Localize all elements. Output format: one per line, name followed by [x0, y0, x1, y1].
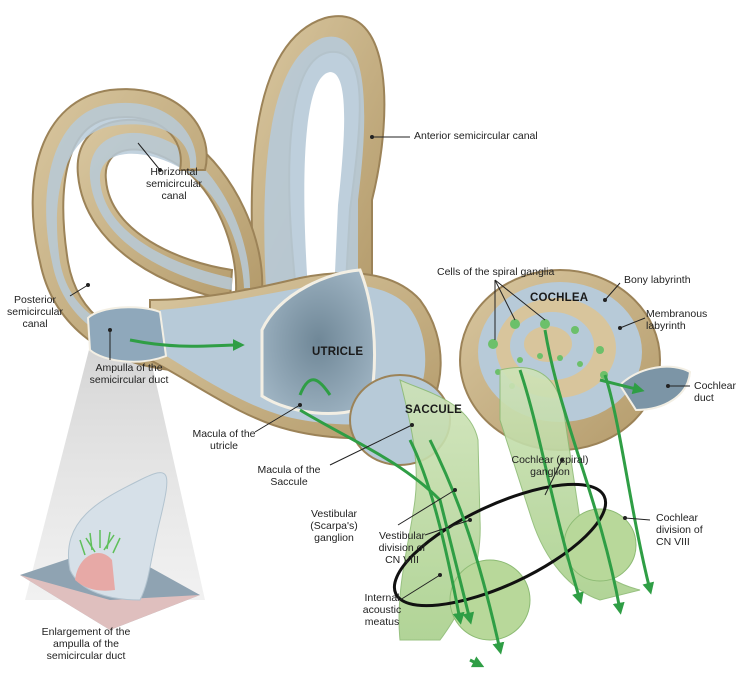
- label-enlargement-2: ampulla of the: [53, 638, 119, 650]
- label-vestibular-division-3: CN VIII: [385, 554, 419, 566]
- label-horizontal-canal-2: semicircular: [145, 178, 202, 190]
- enlargement-crista: [75, 552, 115, 591]
- enlargement-beam: [25, 338, 205, 600]
- utricle-opening: [260, 268, 377, 415]
- label-internal-meatus-1: Internal: [364, 592, 400, 604]
- label-anterior-canal: Anterior semicircular canal: [414, 130, 538, 142]
- nerve-pathway-arrows: [129, 329, 655, 668]
- label-cochlear-duct-2: duct: [694, 392, 714, 404]
- label-posterior-canal-2: semicircular: [6, 306, 63, 318]
- label-ampulla-1: Ampulla of the: [95, 362, 163, 374]
- label-cochlear-ganglion-2: ganglion: [530, 466, 570, 478]
- label-horizontal-canal: Horizontal semicircular canal: [134, 166, 214, 202]
- label-cochlear-division-2: division of: [656, 524, 703, 536]
- label-macula-saccule-2: Saccule: [270, 476, 308, 488]
- label-enlargement-3: semicircular duct: [46, 650, 126, 662]
- label-vestibular-ganglion-2: (Scarpa's): [310, 520, 358, 532]
- label-membranous-2: labyrinth: [646, 320, 686, 332]
- label-horizontal-canal-1: Horizontal: [150, 166, 198, 178]
- label-enlargement-1: Enlargement of the: [41, 626, 131, 638]
- horizontal-canal-membrane: [89, 132, 251, 290]
- label-posterior-canal-1: Posterior: [13, 294, 56, 306]
- spiral-ganglia-cells: [488, 319, 608, 389]
- internal-meatus-ring: [392, 482, 608, 608]
- label-cochlear-division-3: CN VIII: [656, 536, 690, 548]
- ampulla-cut: [86, 306, 168, 363]
- enlargement-hair-cells: [79, 530, 121, 556]
- leader-dots: [86, 135, 670, 577]
- label-enlargement: Enlargement of the ampulla of the semici…: [16, 626, 156, 662]
- label-membranous-1: Membranous: [646, 308, 708, 320]
- label-vestibular-ganglion-1: Vestibular: [310, 508, 358, 520]
- label-ampulla: Ampulla of the semicircular duct: [74, 362, 184, 386]
- label-cochlear-division-1: Cochlear: [656, 512, 699, 524]
- label-horizontal-canal-3: canal: [161, 190, 187, 202]
- label-macula-utricle-2: utricle: [209, 440, 238, 452]
- enlargement-base-pink: [20, 575, 200, 630]
- label-bony-labyrinth: Bony labyrinth: [624, 274, 691, 286]
- label-macula-utricle: Macula of the utricle: [184, 428, 264, 452]
- leader-lines: [69, 136, 690, 601]
- cochlear-duct-cut: [618, 365, 692, 412]
- label-spiral-ganglia-cells: Cells of the spiral ganglia: [437, 266, 555, 278]
- label-internal-meatus-3: meatus: [364, 616, 400, 628]
- label-vestibular-division-1: Vestibular: [378, 530, 426, 542]
- label-internal-meatus-2: acoustic: [362, 604, 402, 616]
- label-cochlear-ganglion: Cochlear (spiral) ganglion: [500, 454, 600, 478]
- label-cochlear-ganglion-1: Cochlear (spiral): [511, 454, 589, 466]
- label-vestibular-ganglion: Vestibular (Scarpa's) ganglion: [302, 508, 366, 544]
- utricle-macula: [298, 378, 332, 396]
- label-vestibular-ganglion-3: ganglion: [314, 532, 354, 544]
- label-macula-saccule: Macula of the Saccule: [246, 464, 332, 488]
- horizontal-canal-bone: [76, 118, 264, 302]
- label-posterior-canal: Posterior semicircular canal: [2, 294, 68, 330]
- label-saccule: SACCULE: [405, 404, 462, 416]
- anterior-canal-membrane: [264, 36, 365, 296]
- label-utricle: UTRICLE: [312, 346, 364, 358]
- label-posterior-canal-3: canal: [22, 318, 48, 330]
- label-vestibular-division: Vestibular division of CN VIII: [370, 530, 434, 566]
- label-cochlear-division: Cochlear division of CN VIII: [656, 512, 703, 548]
- label-cochlea: COCHLEA: [530, 292, 589, 304]
- label-cochlear-duct: Cochlear duct: [694, 380, 736, 404]
- label-vestibular-division-2: division of: [378, 542, 426, 554]
- label-cochlear-duct-1: Cochlear: [694, 380, 737, 392]
- posterior-canal-membrane: [46, 102, 197, 356]
- label-macula-saccule-1: Macula of the: [257, 464, 321, 476]
- label-internal-meatus: Internal acoustic meatus: [350, 592, 414, 628]
- label-ampulla-2: semicircular duct: [89, 374, 169, 386]
- label-membranous-labyrinth: Membranous labyrinth: [646, 308, 707, 332]
- label-macula-utricle-1: Macula of the: [192, 428, 256, 440]
